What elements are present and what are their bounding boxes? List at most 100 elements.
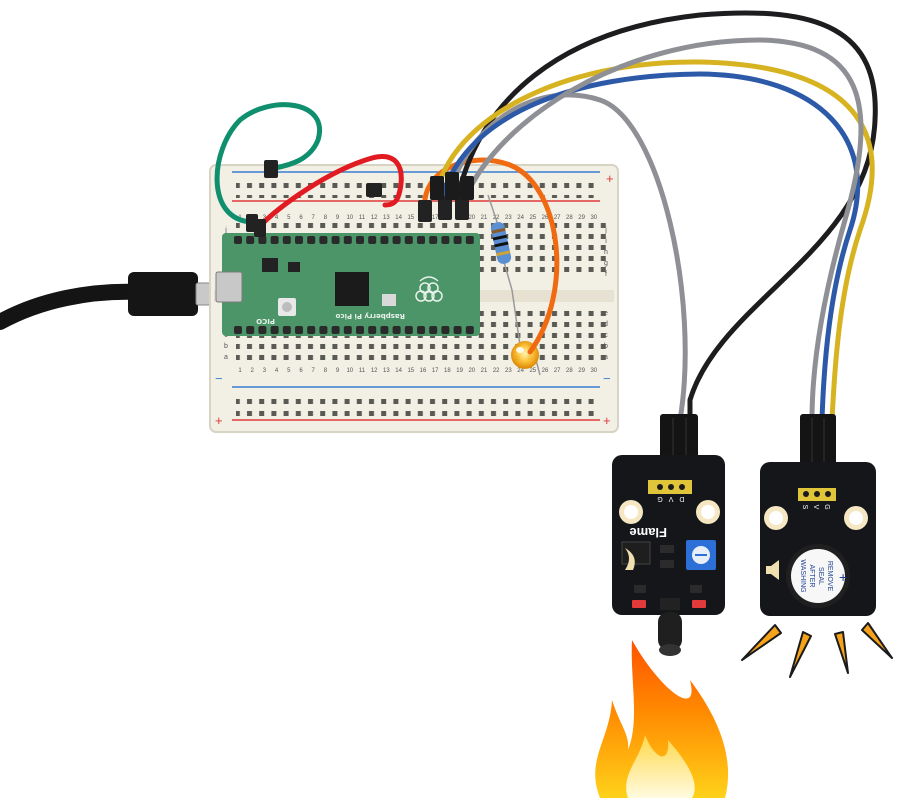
column-number: 6: [299, 215, 303, 221]
pico-pin: [331, 326, 340, 334]
row-letter: a: [224, 354, 228, 361]
column-number: 11: [359, 368, 366, 374]
column-number: 10: [346, 215, 353, 221]
row-letter: j: [224, 227, 227, 234]
column-number: 21: [481, 215, 488, 221]
column-number: 23: [505, 368, 512, 374]
sticker-line: AFTER: [808, 565, 815, 588]
row-letter: c: [604, 332, 608, 339]
row-letter: g: [604, 260, 608, 267]
pico-pin: [343, 326, 352, 334]
pico-pin: [441, 326, 450, 334]
pico-pin: [368, 326, 377, 334]
raspberry-logo-icon: [415, 276, 443, 302]
column-number: 26: [542, 368, 549, 374]
buzzer-pin-label: G: [823, 504, 830, 509]
sticker-line: SEAL: [817, 567, 824, 585]
column-number: 11: [359, 215, 366, 221]
row-letter: j: [604, 227, 607, 234]
column-number: 28: [566, 368, 573, 374]
buzzer-pin-labels: GVS: [801, 504, 830, 509]
column-number: 5: [287, 368, 291, 374]
column-number: 19: [456, 368, 463, 374]
row-letter: h: [604, 249, 608, 256]
column-number: 29: [578, 215, 585, 221]
row-letter: d: [604, 321, 608, 328]
pico-pin: [246, 236, 255, 244]
column-number: 30: [590, 368, 597, 374]
column-number: 15: [407, 368, 414, 374]
rail-plus-bottom-right: +: [603, 413, 611, 428]
pico-pin: [282, 326, 291, 334]
flame-icon: [595, 640, 729, 798]
column-number: 12: [371, 368, 378, 374]
pico-pin: [343, 236, 352, 244]
row-letter: a: [604, 354, 608, 361]
pico-brand-text: Raspberry Pi Pico: [335, 312, 405, 320]
column-number: 10: [346, 368, 353, 374]
pico-pin: [295, 236, 303, 244]
column-number: 1: [238, 368, 242, 374]
row-letter: f: [605, 271, 607, 278]
pico-pin: [234, 326, 242, 334]
pico-pin: [246, 326, 255, 334]
pico-pin: [319, 236, 328, 244]
column-number: 27: [554, 368, 561, 374]
column-number: 23: [505, 215, 512, 221]
column-number: 6: [299, 368, 303, 374]
column-number: 24: [517, 368, 524, 374]
buzzer-pin-label: S: [801, 505, 808, 510]
pico-pin: [392, 236, 401, 244]
column-number: 22: [493, 215, 500, 221]
column-number: 9: [336, 368, 340, 374]
column-number: 27: [554, 215, 561, 221]
column-number: 13: [383, 368, 390, 374]
row-letter: e: [604, 310, 608, 317]
column-number: 16: [420, 368, 427, 374]
speaker-icon: [766, 560, 779, 580]
pico-code-text: PICO: [256, 317, 275, 325]
column-number: 17: [432, 215, 439, 221]
sticker-line: WASHING: [799, 559, 806, 592]
pico-pin: [331, 236, 340, 244]
resistor-icon: [487, 194, 513, 291]
buzzer-sticker-symbol: +: [839, 569, 847, 585]
column-number: 22: [493, 368, 500, 374]
pico-pin: [319, 326, 328, 334]
usb-cable-icon: [0, 272, 221, 330]
buzzer-title: BUZZER: [881, 572, 891, 609]
pico-pin: [417, 236, 425, 244]
flame-pin-label: G: [657, 495, 662, 502]
pico-pin: [356, 236, 364, 244]
pico-pin: [282, 236, 291, 244]
rail-minus-bottom-right: −: [603, 371, 611, 386]
row-letter: b: [604, 343, 608, 350]
pico-pin: [234, 236, 242, 244]
pico-pin: [307, 236, 316, 244]
pico-pin: [392, 326, 401, 334]
column-number: 9: [336, 215, 340, 221]
pico-pin: [465, 236, 474, 244]
pico-pin: [465, 326, 474, 334]
column-number: 2: [251, 368, 255, 374]
sticker-line: REMOVE: [826, 561, 833, 592]
pico-pin: [270, 326, 279, 334]
column-number: 25: [529, 368, 536, 374]
pico-pin: [258, 236, 267, 244]
column-number: 25: [529, 215, 536, 221]
column-number: 26: [542, 215, 549, 221]
column-number: 17: [432, 368, 439, 374]
raspberry-pi-pico: Raspberry Pi Pico PICO: [215, 233, 480, 336]
pico-pin: [453, 236, 462, 244]
rail-plus-bottom-left: +: [215, 413, 223, 428]
column-number: 24: [517, 215, 524, 221]
flame-pin-label: V: [668, 495, 673, 502]
rail-minus-bottom-left: −: [215, 371, 223, 386]
pico-pin: [380, 326, 389, 334]
column-number: 14: [395, 215, 402, 221]
rail-plus-top: +: [606, 171, 614, 186]
